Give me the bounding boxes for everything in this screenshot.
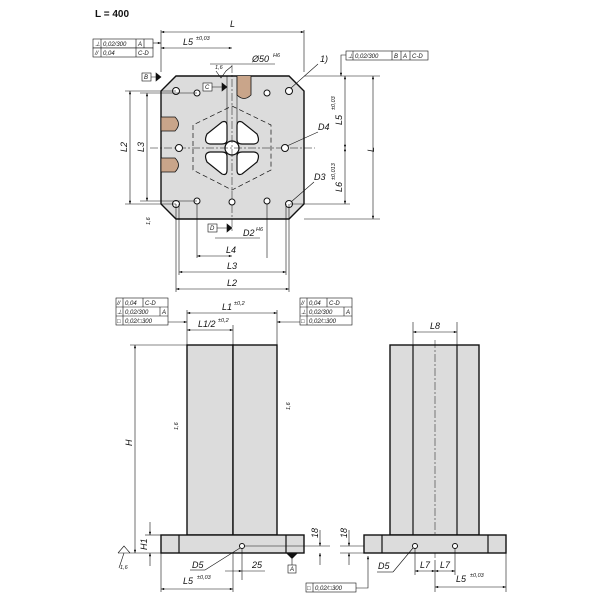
- dim-d50: Ø50: [251, 54, 269, 64]
- hole: [452, 543, 458, 549]
- hole: [239, 543, 245, 549]
- dim-L5-front: L5: [183, 576, 194, 586]
- dim-L1-tol: ±0,2: [234, 301, 245, 307]
- roughness-top: 1,6: [215, 65, 224, 71]
- dim-18-side: 18: [339, 528, 349, 538]
- frame-datum: A: [161, 310, 166, 316]
- dim-L3: L3: [227, 261, 237, 271]
- tolerance-frame-front-left: // 0,04 C-D ⊥ 0,02/300 A □ 0,02/□300: [115, 297, 187, 326]
- frame-symbol: ⊥: [301, 309, 306, 316]
- dim-L1-half-tol: ±0,2: [218, 318, 229, 324]
- dim-L5-side-tol: ±0,03: [470, 573, 485, 579]
- frame-value: 0,02/300: [103, 42, 127, 48]
- hexagon-outline: [192, 105, 272, 191]
- dim-D5-side: D5: [378, 561, 390, 571]
- tolerance-frame-top-left: ⊥ 0,02/300 A // 0,04 C-D: [92, 38, 161, 58]
- dim-L6: L6: [334, 182, 344, 192]
- dim-D4: D4: [318, 122, 330, 132]
- frame-symbol: ⊥: [348, 53, 353, 60]
- datum-A: A: [289, 567, 294, 573]
- frame-datum: B: [394, 54, 398, 60]
- frame-symbol: □: [307, 586, 311, 592]
- dim-L: L: [230, 19, 235, 29]
- roughness-right: 1,6: [286, 401, 292, 410]
- frame-datum: A: [345, 310, 350, 316]
- hole: [412, 543, 418, 549]
- roughness-symbol: 1,6: [146, 216, 152, 225]
- dim-L5-vertical: L5: [334, 114, 344, 125]
- frame-symbol: □: [301, 319, 305, 325]
- datum-B: B: [144, 75, 148, 81]
- dim-D2-fit: H6: [256, 227, 264, 233]
- top-view: L L5 ±0,03 Ø50 H6 1) D4 D3 L L5 ±0,03 L6…: [92, 19, 429, 292]
- pockets: [204, 120, 260, 176]
- frame-value: 0,02/300: [125, 310, 149, 316]
- dim-D5: D5: [192, 560, 204, 570]
- dim-L5-side: L5: [456, 574, 467, 584]
- dim-D3: D3: [314, 172, 326, 182]
- frame-value: 0,02/□300: [315, 586, 343, 592]
- dim-L1: L1: [222, 302, 232, 312]
- frame-datum: C-D: [138, 51, 149, 57]
- dim-D2: D2: [243, 228, 255, 238]
- side-slot: [160, 116, 179, 132]
- dim-L2: L2: [227, 278, 237, 288]
- dim-L8: L8: [430, 321, 440, 331]
- side-slot: [160, 157, 179, 173]
- frame-symbol: □: [117, 319, 121, 325]
- frame-symbol: ⊥: [95, 41, 100, 48]
- frame-value: 0,02/300: [355, 54, 379, 60]
- dim-L5-tol: ±0,03: [196, 36, 211, 42]
- dim-L2-vertical: L2: [119, 142, 129, 152]
- dim-H: H: [124, 439, 134, 446]
- frame-symbol: ⊥: [117, 309, 122, 316]
- frame-datum: C-D: [412, 54, 423, 60]
- frame-value: 0,02/□300: [125, 319, 153, 325]
- column-right: [232, 344, 278, 536]
- frame-value: 0,04: [125, 301, 137, 307]
- datum-D: D: [210, 226, 215, 232]
- dim-L7a: L7: [420, 560, 431, 570]
- tolerance-frame-top-right: ⊥ 0,02/300 B A C-D: [339, 50, 429, 76]
- dim-L5-vertical-tol: ±0,03: [331, 95, 337, 110]
- tolerance-frame-side: □ 0,02/□300: [305, 555, 370, 593]
- side-base-plate: [363, 534, 507, 554]
- roughness-base: 1,6: [120, 565, 129, 571]
- frame-value: 0,04: [309, 301, 321, 307]
- dim-25: 25: [251, 560, 263, 570]
- column-left: [186, 344, 234, 536]
- dim-H1: H1: [139, 538, 149, 550]
- dim-L4: L4: [226, 245, 236, 255]
- frame-symbol: //: [94, 51, 100, 57]
- front-view: A L1 ±0,2 L1/2 ±0,2 H H1 18 D5 25 L5 ±0,…: [115, 297, 353, 592]
- dim-d50-fit: H6: [273, 53, 281, 59]
- frame-value: 0,02/300: [309, 310, 333, 316]
- frame-value: 0,04: [103, 51, 115, 57]
- frame-datum: A: [137, 42, 142, 48]
- dim-L5-front-tol: ±0,03: [197, 575, 212, 581]
- dim-L6-tol: ±0,013: [331, 162, 337, 180]
- frame-value: 0,02/□300: [309, 319, 337, 325]
- frame-datum: C-D: [329, 301, 340, 307]
- dim-L5: L5: [183, 37, 194, 47]
- dim-L7b: L7: [440, 560, 451, 570]
- tolerance-frame-front-right: // 0,04 C-D ⊥ 0,02/300 A □ 0,02/□300: [277, 297, 353, 326]
- frame-datum: C-D: [145, 301, 156, 307]
- dim-L-vertical: L: [366, 147, 376, 152]
- top-slot: [236, 76, 252, 99]
- dim-L3-vertical: L3: [136, 142, 146, 152]
- base-plate: [160, 534, 305, 554]
- note-1: 1): [320, 54, 328, 64]
- frame-symbol: //: [116, 301, 122, 307]
- datum-C: C: [205, 85, 210, 91]
- length-label: L = 400: [95, 9, 129, 20]
- frame-datum: A: [402, 54, 407, 60]
- side-view: L8 18 D5 L7 L7 L5 ±0,03 □ 0,02/□300: [305, 321, 507, 593]
- dim-L1-half: L1/2: [198, 319, 216, 329]
- roughness-left: 1,6: [174, 421, 180, 430]
- side-column: [389, 344, 480, 536]
- dim-18: 18: [310, 528, 320, 538]
- frame-symbol: //: [300, 301, 306, 307]
